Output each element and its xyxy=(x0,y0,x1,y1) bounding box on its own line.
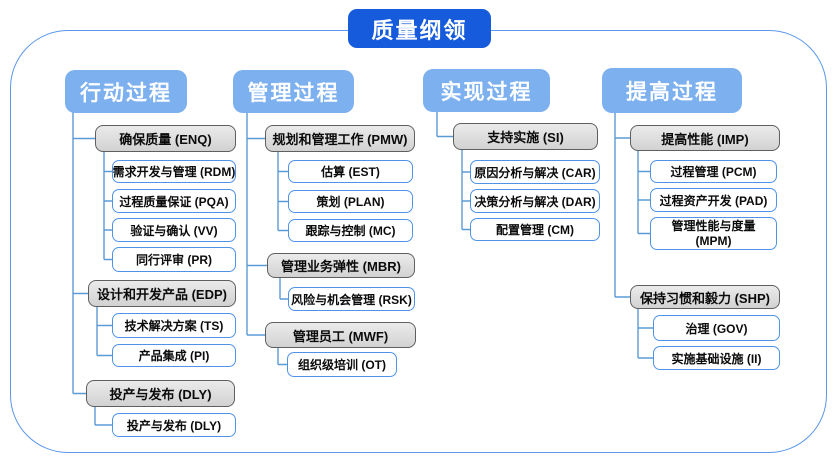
node-rdm: 需求开发与管理 (RDM) xyxy=(112,160,236,183)
node-rsk: 风险与机会管理 (RSK) xyxy=(288,287,415,311)
node-gov: 治理 (GOV) xyxy=(653,315,780,341)
node-dar: 决策分析与解决 (DAR) xyxy=(470,189,600,213)
header-implementation-process: 实现过程 xyxy=(423,69,550,112)
node-mc: 跟踪与控制 (MC) xyxy=(288,219,413,242)
node-ts: 技术解决方案 (TS) xyxy=(112,313,236,338)
header-improvement-process: 提高过程 xyxy=(602,68,742,113)
node-vv: 验证与确认 (VV) xyxy=(112,218,236,242)
group-pmw: 规划和管理工作 (PMW) xyxy=(265,125,415,152)
connector-col4 xyxy=(614,113,653,359)
group-dly: 投产与发布 (DLY) xyxy=(86,380,235,407)
node-cm: 配置管理 (CM) xyxy=(470,218,600,241)
node-est: 估算 (EST) xyxy=(288,160,413,183)
node-pad: 过程资产开发 (PAD) xyxy=(650,188,777,212)
group-shp: 保持习惯和毅力 (SHP) xyxy=(630,285,780,309)
node-ot: 组织级培训 (OT) xyxy=(287,352,397,377)
connector-col2 xyxy=(246,113,288,366)
group-imp: 提高性能 (IMP) xyxy=(630,125,780,151)
header-action-process: 行动过程 xyxy=(65,70,187,113)
header-management-process: 管理过程 xyxy=(233,70,354,113)
diagram-title: 质量纲领 xyxy=(348,9,491,48)
node-plan: 策划 (PLAN) xyxy=(288,190,413,213)
connector-col1 xyxy=(72,112,112,426)
group-si: 支持实施 (SI) xyxy=(453,123,598,150)
node-pcm: 过程管理 (PCM) xyxy=(650,160,777,183)
node-pi: 产品集成 (PI) xyxy=(112,344,236,367)
node-pqa: 过程质量保证 (PQA) xyxy=(112,189,236,213)
node-dly: 投产与发布 (DLY) xyxy=(112,413,236,437)
node-mpm: 管理性能与度量 (MPM) xyxy=(650,217,777,250)
node-car: 原因分析与解决 (CAR) xyxy=(470,160,600,184)
group-mbr: 管理业务弹性 (MBR) xyxy=(267,253,415,278)
node-ii: 实施基础设施 (II) xyxy=(653,346,780,370)
connector-col3 xyxy=(436,112,470,231)
group-enq: 确保质量 (ENQ) xyxy=(95,125,236,152)
group-mwf: 管理员工 (MWF) xyxy=(265,322,416,348)
node-pr: 同行评审 (PR) xyxy=(112,247,236,272)
group-edp: 设计和开发产品 (EDP) xyxy=(88,280,236,307)
